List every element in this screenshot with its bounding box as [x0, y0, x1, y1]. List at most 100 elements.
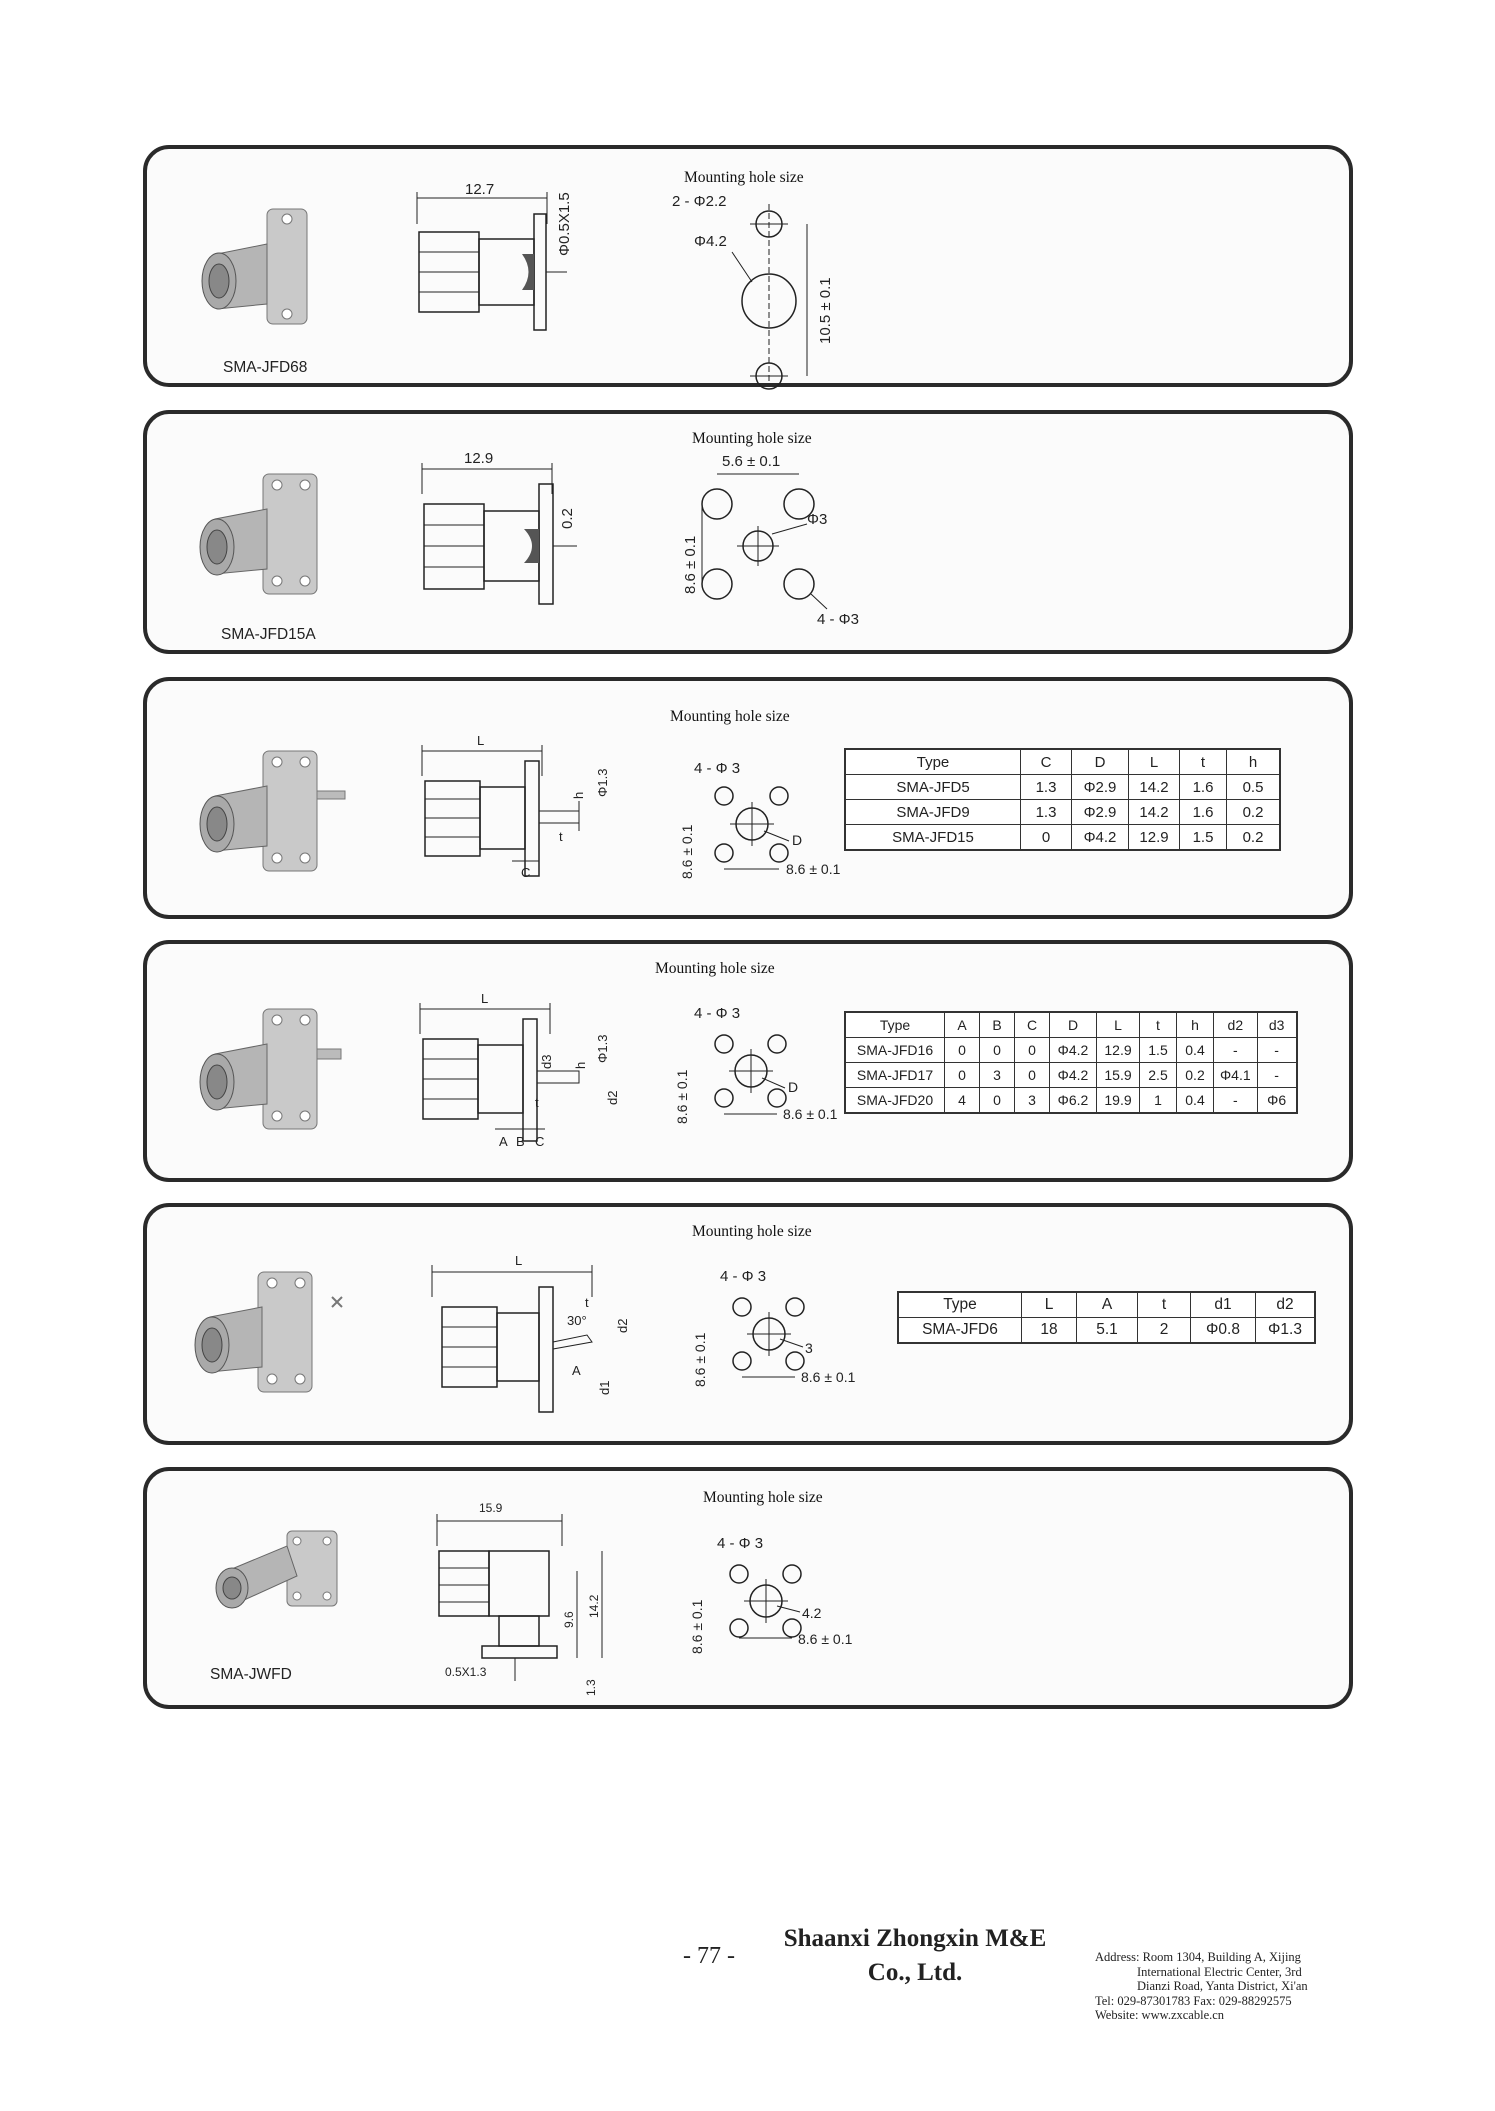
dim-holes: 4 - Φ3 [817, 611, 859, 628]
table-cell: 18 [1021, 1317, 1077, 1344]
table-row: SMA-JFD17 0 3 0 Φ4.2 15.9 2.5 0.2 Φ4.1 - [844, 1062, 1298, 1088]
table-cell: 5.1 [1076, 1317, 1138, 1344]
table-cell: SMA-JFD15 [844, 824, 1021, 851]
dim-length: 15.9 [479, 1501, 503, 1515]
dim-c: C [535, 1134, 544, 1149]
table-cell: - [1213, 1087, 1258, 1114]
side-view-drawing: 12.9 0.2 [421, 450, 577, 605]
table-cell: 0.4 [1176, 1087, 1214, 1114]
table-cell: 0.4 [1176, 1037, 1214, 1063]
dim-side: Φ0.5X1.5 [556, 192, 573, 256]
connector-photo [201, 208, 308, 325]
table-cell: 4 [944, 1087, 980, 1114]
dim-holes: 4 - Φ 3 [694, 1005, 740, 1022]
dim-left: 8.6 ± 0.1 [674, 1069, 690, 1124]
connector-photo [215, 1530, 338, 1609]
table-cell: Φ4.2 [1071, 824, 1129, 851]
table-header: B [979, 1011, 1015, 1038]
table-header: D [1071, 748, 1129, 775]
address-line: International Electric Center, 3rd [1137, 1964, 1302, 1979]
dim-length: L [481, 991, 488, 1006]
dim-t: t [559, 829, 563, 844]
dim-holes: 4 - Φ 3 [720, 1268, 766, 1285]
company-address: Address: Room 1304, Building A, Xijing I… [1095, 1950, 1308, 2023]
address-line: Address: Room 1304, Building A, Xijing [1095, 1950, 1301, 1964]
table-cell: 19.9 [1096, 1087, 1140, 1114]
table-header: t [1137, 1291, 1191, 1318]
dim-left: 8.6 ± 0.1 [682, 536, 699, 594]
table-cell: 0.2 [1226, 799, 1281, 825]
side-view-drawing: L h Φ1.3 t C [421, 733, 610, 880]
mounting-hole-label: Mounting hole size [655, 960, 775, 977]
table-header: d3 [1256, 1011, 1298, 1038]
mounting-hole-drawing: 5.6 ± 0.1 8.6 ± 0.1 Φ3 4 - Φ3 [682, 453, 859, 628]
table-cell: 15.9 [1096, 1062, 1140, 1088]
table-cell: 1.6 [1179, 799, 1227, 825]
dim-d: D [792, 832, 802, 848]
table-cell: 3 [1014, 1087, 1050, 1114]
dim-holes: 4 - Φ 3 [694, 760, 740, 777]
dim-d2: d2 [605, 1091, 620, 1105]
mounting-hole-drawing: 2 - Φ2.2 Φ4.2 10.5 ± 0.1 [672, 193, 834, 390]
table-header: t [1139, 1011, 1177, 1038]
address-line: Dianzi Road, Yanta District, Xi'an [1137, 1979, 1308, 1993]
phone-fax-line: Tel: 029-87301783 Fax: 029-88292575 [1095, 1993, 1292, 2008]
mounting-hole-label: Mounting hole size [692, 1223, 812, 1240]
table-cell: SMA-JFD6 [897, 1317, 1022, 1344]
table-cell: 0 [1020, 824, 1072, 851]
dim-a: A [499, 1134, 508, 1149]
table-header: L [1021, 1291, 1077, 1318]
table-cell: Φ4.2 [1049, 1037, 1097, 1063]
mounting-hole-label: Mounting hole size [670, 708, 790, 725]
mounting-hole-label: Mounting hole size [692, 430, 812, 447]
side-view-drawing: L d3 h Φ1.3 d2 t A B C [419, 991, 620, 1149]
table-header: h [1176, 1011, 1214, 1038]
table-cell: 14.2 [1128, 799, 1180, 825]
side-view-drawing: 15.9 9.6 14.2 0.5X1.3 1.3 [436, 1501, 603, 1696]
dim-center: Φ3 [807, 511, 827, 528]
dim-center: Φ4.2 [694, 233, 727, 250]
table-cell: 1.5 [1139, 1037, 1177, 1063]
spec-table: Type A B C D L t h d2 d3 SMA-JFD16 0 0 0… [844, 1011, 1298, 1114]
mounting-hole-label: Mounting hole size [684, 169, 804, 186]
dim-length: L [515, 1253, 522, 1268]
table-header: C [1014, 1011, 1050, 1038]
table-cell: - [1256, 1062, 1298, 1088]
product-panel-4: Mounting hole size L d3 h Φ1.3 d2 t A B … [143, 940, 1353, 1182]
dim-bottom: 8.6 ± 0.1 [801, 1369, 856, 1385]
dim-h: h [573, 1062, 588, 1069]
table-cell: 0.2 [1176, 1062, 1214, 1088]
dim-d3: d3 [539, 1055, 554, 1069]
table-cell: 0.2 [1226, 824, 1281, 851]
dim-d: D [788, 1079, 798, 1095]
product-panel-1: Mounting hole size SMA-JFD68 12.7 Φ0.5X1… [143, 145, 1353, 390]
side-view-drawing: 12.7 Φ0.5X1.5 [416, 181, 573, 331]
table-header: d2 [1255, 1291, 1316, 1318]
mounting-hole-drawing: 4 - Φ 3 8.6 ± 0.1 D 8.6 ± 0.1 [674, 1005, 838, 1124]
table-cell: 0 [944, 1062, 980, 1088]
dim-length: L [477, 733, 484, 748]
spec-table: Type L A t d1 d2 SMA-JFD6 18 5.1 2 Φ0.8 … [897, 1291, 1316, 1344]
dim-center: 3 [805, 1340, 813, 1356]
side-view-drawing: L t 30° d2 A d1 [431, 1253, 630, 1413]
dim-length: 12.7 [465, 181, 494, 198]
table-header: d2 [1213, 1011, 1258, 1038]
table-cell: 1.3 [1020, 799, 1072, 825]
dim-top: 5.6 ± 0.1 [722, 453, 780, 470]
dim-b: B [516, 1134, 525, 1149]
table-cell: - [1213, 1037, 1258, 1063]
table-header: Type [897, 1291, 1022, 1318]
table-cell: 1 [1139, 1087, 1177, 1114]
table-header: A [1076, 1291, 1138, 1318]
table-row: SMA-JFD15 0 Φ4.2 12.9 1.5 0.2 [844, 824, 1281, 851]
table-row: SMA-JFD20 4 0 3 Φ6.2 19.9 1 0.4 - Φ6 [844, 1087, 1298, 1114]
model-name: SMA-JFD15A [221, 626, 316, 643]
connector-photo [199, 1008, 342, 1130]
table-header: L [1128, 748, 1180, 775]
dim-length: 12.9 [464, 450, 493, 467]
dim-a: A [572, 1363, 581, 1378]
dim-center: 4.2 [802, 1605, 822, 1621]
table-cell: 14.2 [1128, 774, 1180, 800]
dim-pin: 0.5X1.3 [445, 1665, 487, 1679]
dim-t: t [535, 1095, 539, 1110]
